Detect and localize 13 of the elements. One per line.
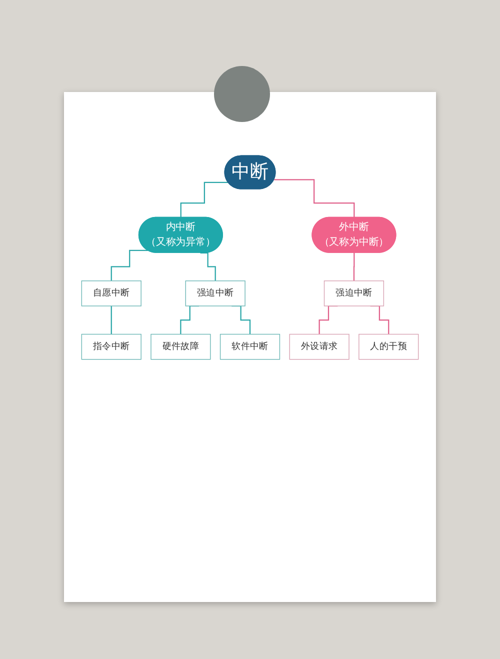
node-box: 硬件故障	[150, 334, 211, 360]
connector	[180, 182, 228, 218]
node-box: 软件中断	[220, 334, 280, 360]
node-box: 强迫中断	[324, 280, 384, 306]
connector	[274, 179, 355, 218]
connector	[353, 252, 355, 282]
node-box: 自愿中断	[81, 280, 142, 306]
node-box: 强迫中断	[185, 280, 246, 306]
node-box: 人的干预	[358, 334, 419, 360]
connector	[110, 305, 112, 335]
node-box: 指令中断	[81, 334, 142, 360]
connector	[110, 250, 148, 282]
node-box: 外设请求	[289, 334, 350, 360]
